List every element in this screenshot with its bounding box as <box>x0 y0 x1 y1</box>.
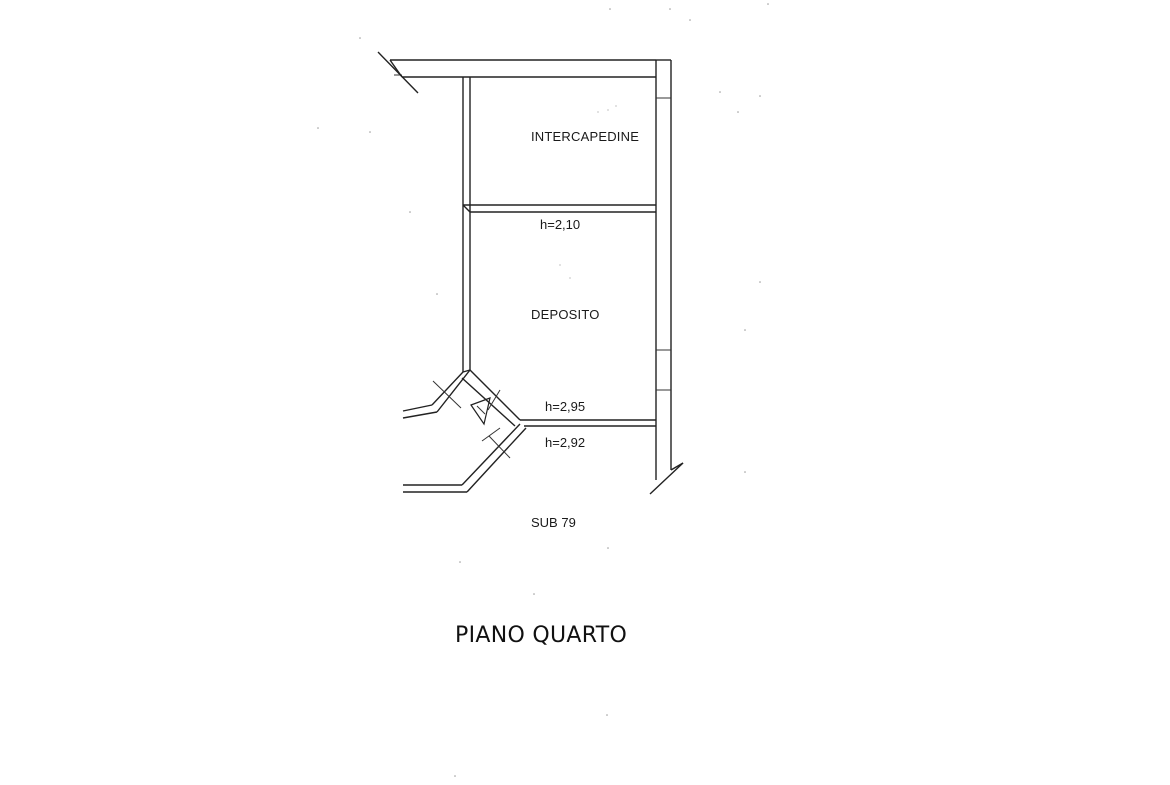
room-label-intercapedine: INTERCAPEDINE <box>531 129 639 144</box>
wall-right <box>649 59 684 495</box>
wall-top <box>389 59 656 78</box>
door-arrow-icon <box>470 397 491 426</box>
wall-partition-upper <box>462 204 656 213</box>
unit-label: SUB 79 <box>531 515 576 530</box>
door-tick-marks <box>432 380 511 459</box>
scan-noise <box>317 3 769 777</box>
height-label-middle: h=2,95 <box>545 399 585 414</box>
floor-title: PIANO QUARTO <box>455 623 628 648</box>
wall-lower-chamfer <box>403 423 527 493</box>
wall-chamfer-corner <box>402 369 521 427</box>
wall-left <box>462 77 471 372</box>
height-label-upper: h=2,10 <box>540 217 580 232</box>
room-label-deposito: DEPOSITO <box>531 307 600 322</box>
height-label-lower: h=2,92 <box>545 435 585 450</box>
wall-partition-lower <box>520 419 656 427</box>
